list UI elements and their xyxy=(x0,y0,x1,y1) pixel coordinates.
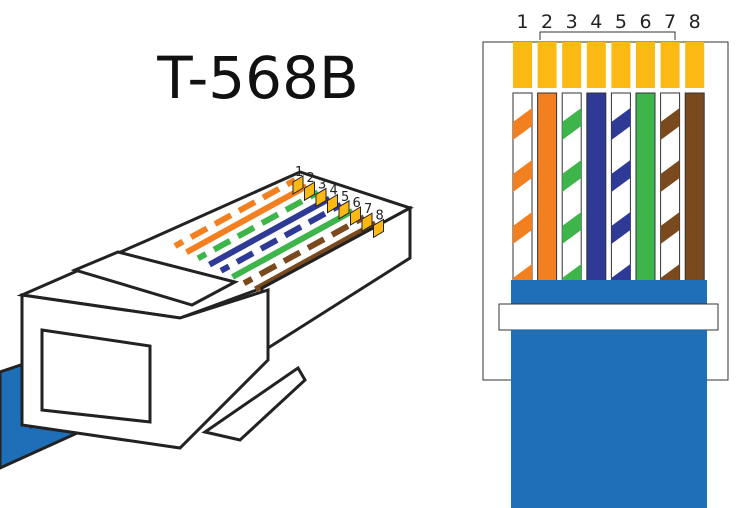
flat-pin-number: 3 xyxy=(566,11,578,33)
plug-contact-group xyxy=(292,175,384,239)
flat-wire-1 xyxy=(512,92,533,296)
cable-jacket-upper xyxy=(511,280,707,305)
plug-pin-number: 3 xyxy=(318,177,326,192)
plug-pin-number: 6 xyxy=(353,196,361,211)
flat-contact xyxy=(636,42,655,88)
plug-pin-number: 4 xyxy=(330,184,338,199)
pin-label-bracket xyxy=(539,31,676,40)
plug-pin-number: 1 xyxy=(295,165,303,180)
flat-wire-2 xyxy=(537,92,558,284)
plug-wire-4 xyxy=(208,195,331,268)
flat-wire-3 xyxy=(561,92,582,296)
flat-pin-number: 6 xyxy=(639,11,651,33)
plug-contact xyxy=(338,199,350,220)
flat-pin-number: 4 xyxy=(590,11,602,33)
plug-latch xyxy=(201,365,307,442)
flat-pin-number: 7 xyxy=(664,11,676,33)
plug-wire-group xyxy=(173,177,377,293)
flat-contact xyxy=(537,42,557,88)
crimp-bar xyxy=(498,303,719,331)
flat-wire-4 xyxy=(586,92,607,284)
standard-title: T-568B xyxy=(156,44,359,112)
plug-contact xyxy=(373,218,384,239)
flat-wire-6 xyxy=(635,92,656,284)
plug-contact xyxy=(304,181,315,202)
plug-contact xyxy=(327,193,338,214)
plug-contact xyxy=(315,187,327,208)
flat-pin-number: 2 xyxy=(541,11,553,33)
plug-wire-1 xyxy=(173,177,297,249)
flat-contact xyxy=(513,42,532,88)
cable-jacket-lower xyxy=(511,330,707,508)
flat-contact xyxy=(562,42,582,88)
plug-wire-3 xyxy=(196,189,320,262)
flat-pin-number: 5 xyxy=(615,11,627,33)
flat-wire-8 xyxy=(684,92,705,284)
plug-wire-8 xyxy=(254,220,377,293)
flat-contact xyxy=(660,42,680,88)
plug-contact xyxy=(350,206,361,226)
plug-contact xyxy=(292,175,304,195)
plug-pin-number: 5 xyxy=(341,190,349,205)
flat-wire-5 xyxy=(610,92,631,296)
plug-contact xyxy=(361,212,373,233)
flat-contact xyxy=(685,42,705,88)
plug-front-opening xyxy=(40,328,152,424)
flat-pin-number: 8 xyxy=(689,11,701,33)
plug-wire-2 xyxy=(185,183,308,255)
plug-pin-number: 7 xyxy=(364,202,372,217)
flat-contact xyxy=(586,42,606,88)
plug-pin-number: 8 xyxy=(376,208,384,223)
flat-pin-number: 1 xyxy=(516,11,528,33)
plug-top-latch-block xyxy=(70,250,240,307)
plug-wire-6 xyxy=(231,208,354,280)
flat-contact-group xyxy=(513,42,705,88)
flat-wire-7 xyxy=(660,92,681,296)
plug-pin-number: 2 xyxy=(307,171,315,186)
flat-contact xyxy=(611,42,631,88)
